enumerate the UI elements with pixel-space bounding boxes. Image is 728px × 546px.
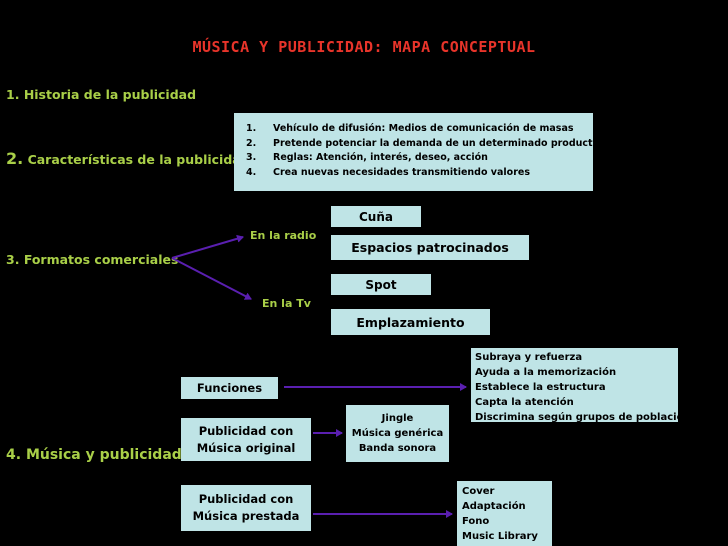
box-funciones-list: Subraya y refuerza Ayuda a la memorizaci… (471, 348, 691, 423)
section-formatos: 3. Formatos comerciales (6, 252, 178, 267)
list-item: Music Library (462, 531, 538, 542)
list-item: Subraya y refuerza (475, 352, 583, 363)
box-espacios-patrocinados: Espacios patrocinados (331, 235, 529, 260)
section-label: Características de la publicidad (27, 152, 250, 167)
list-item: Cover (462, 486, 495, 497)
box-line: Música prestada (192, 509, 300, 523)
list-item: 1.Vehículo de difusión: Medios de comuni… (246, 123, 574, 134)
box-musica-prestada: Publicidad con Música prestada (181, 485, 311, 531)
box-funciones: Funciones (181, 377, 278, 399)
section-label: Música y publicidad (25, 447, 182, 463)
list-item: Banda sonora (358, 443, 437, 454)
label-radio: En la radio (250, 229, 317, 242)
section-label: Historia de la publicidad (23, 87, 197, 102)
caracteristicas-list: 1.Vehículo de difusión: Medios de comuni… (246, 122, 600, 180)
section-label: Formatos comerciales (23, 252, 179, 267)
box-spot: Spot (331, 274, 431, 295)
section-number: 2. (6, 149, 24, 168)
list-item: Música genérica (351, 428, 444, 439)
list-item: Adaptación (462, 501, 526, 512)
arrow-formatos-radio (171, 234, 244, 259)
section-historia: 1. Historia de la publicidad (6, 87, 196, 102)
box-line: Publicidad con (198, 423, 294, 438)
section-caracteristicas: 2. Características de la publicidad (6, 149, 250, 168)
section-number: 4. (6, 447, 22, 463)
list-item: 3.Reglas: Atención, interés, deseo, acci… (246, 152, 488, 163)
box-musica-original: Publicidad con Música original (181, 418, 311, 461)
section-number: 1. (6, 87, 20, 102)
box-line: Publicidad con (198, 492, 294, 506)
box-original-list: Jingle Música genérica Banda sonora (346, 405, 449, 462)
list-item: Ayuda a la memorización (475, 367, 617, 378)
arrow-formatos-tv (171, 257, 252, 300)
list-item: Fono (462, 516, 490, 527)
label-tv: En la Tv (262, 297, 311, 310)
caracteristicas-box: 1.Vehículo de difusión: Medios de comuni… (234, 113, 600, 191)
box-cuna: Cuña (331, 206, 421, 227)
box-emplazamiento: Emplazamiento (331, 309, 490, 335)
list-item: 4.Crea nuevas necesidades transmitiendo … (246, 166, 530, 178)
list-item: Discrimina según grupos de población (475, 412, 691, 423)
page-title: MÚSICA Y PUBLICIDAD: MAPA CONCEPTUAL (192, 38, 536, 56)
box-prestada-list: Cover Adaptación Fono Music Library (457, 481, 552, 546)
section-number: 3. (6, 252, 20, 267)
box-line: Música original (196, 440, 296, 455)
list-item: Jingle (381, 413, 414, 424)
list-item: Establece la estructura (475, 382, 606, 393)
list-item: Capta la atención (475, 397, 574, 408)
list-item: 2.Pretende potenciar la demanda de un de… (246, 137, 600, 149)
section-musica: 4. Música y publicidad (6, 447, 182, 463)
